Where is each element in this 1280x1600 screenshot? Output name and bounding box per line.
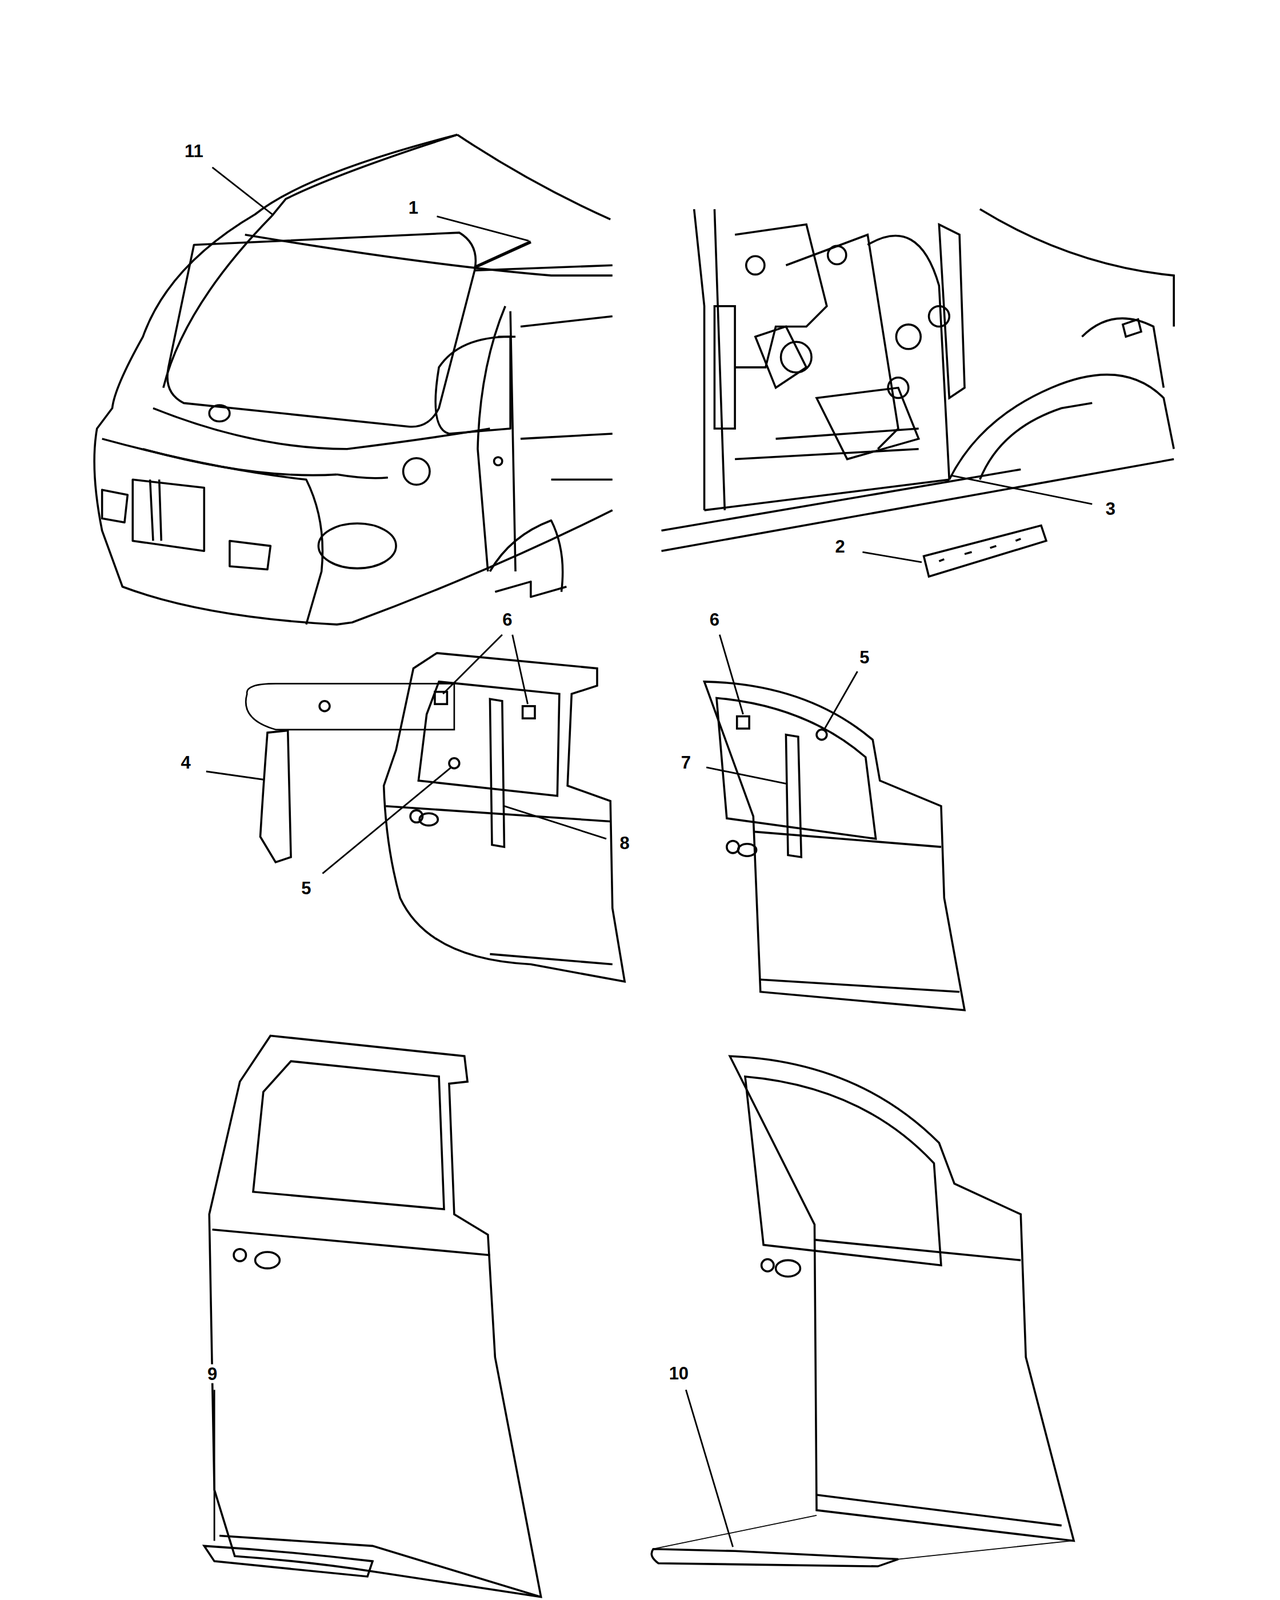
callout-number: 9 (206, 1364, 219, 1384)
callout-number: 8 (618, 833, 631, 853)
front-door-exploded (704, 681, 966, 1011)
rear-door-full (204, 1036, 541, 1598)
callout-number: 7 (680, 753, 692, 772)
callout-number: 6 (501, 610, 514, 630)
car-rear-view (94, 134, 613, 625)
callout-number: 5 (300, 878, 312, 898)
callout-number: 2 (833, 536, 846, 556)
callout-number: 3 (1104, 498, 1117, 518)
step-pad-part (924, 525, 1047, 577)
callout-number: 10 (668, 1363, 690, 1383)
callout-number: 4 (179, 753, 192, 772)
callout-number: 5 (858, 648, 871, 667)
front-door-full (651, 1056, 1074, 1567)
callout-number: 11 (183, 141, 205, 161)
callout-number: 1 (407, 197, 420, 217)
door-opening-view (661, 209, 1175, 551)
callout-number: 6 (708, 610, 721, 630)
leader-lines (206, 167, 1092, 1547)
rear-door-exploded (245, 653, 625, 982)
